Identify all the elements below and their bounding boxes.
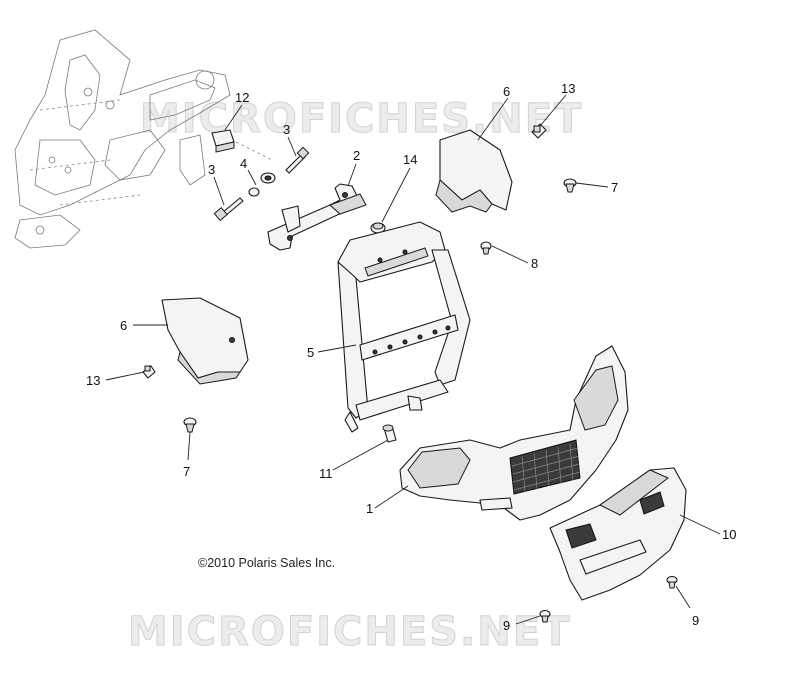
part-4-nut [248,172,276,197]
part-7-rivet-lower [183,417,197,433]
watermark-bottom: MICROFICHES.NET [128,609,571,655]
callout-6-lower: 6 [120,318,127,333]
callout-1: 1 [366,501,373,516]
part-7-rivet-upper [563,178,577,193]
callout-5: 5 [307,345,314,360]
callout-7-upper: 7 [611,180,618,195]
part-1-front-fascia [399,345,629,521]
part-6-lower-shield [161,297,249,385]
callout-9-left: 9 [503,618,510,633]
callout-6-upper: 6 [503,84,510,99]
part-5-front-frame [337,221,471,433]
chassis-sketch [14,29,231,249]
part-13-screw-upper [531,123,547,139]
part-12-bumper-block [211,129,235,153]
part-13-screw-lower [142,365,156,379]
part-11-rivet [382,424,397,443]
frame-holes [372,249,451,355]
part-3-bolt-lower [213,197,244,222]
callout-2: 2 [353,148,360,163]
fascia-grille [509,439,581,495]
part-10-lower-bumper [549,467,687,601]
callout-12: 12 [235,90,249,105]
callout-8: 8 [531,256,538,271]
callout-13-upper: 13 [561,81,575,96]
callout-4: 4 [240,156,247,171]
callout-9-right: 9 [692,613,699,628]
callout-7-lower: 7 [183,464,190,479]
callout-3-lower: 3 [208,162,215,177]
watermark-top: MICROFICHES.NET [140,96,583,142]
part-3-bolt-upper [285,146,310,174]
part-6-upper-shield [435,129,513,213]
copyright-text: ©2010 Polaris Sales Inc. [198,556,335,570]
callout-3-upper: 3 [283,122,290,137]
part-8-screw [480,241,492,255]
callout-numbers: 12 3 3 4 2 14 6 13 7 8 6 5 13 7 11 1 10 … [86,81,736,633]
part-2-mount-bracket [267,183,367,251]
callout-11: 11 [319,466,333,481]
callout-14: 14 [403,152,417,167]
callout-10: 10 [722,527,736,542]
part-9-screw-right [666,575,678,589]
callout-13-lower: 13 [86,373,100,388]
part-9-screw-left [539,609,551,623]
leader-lines [105,94,721,625]
